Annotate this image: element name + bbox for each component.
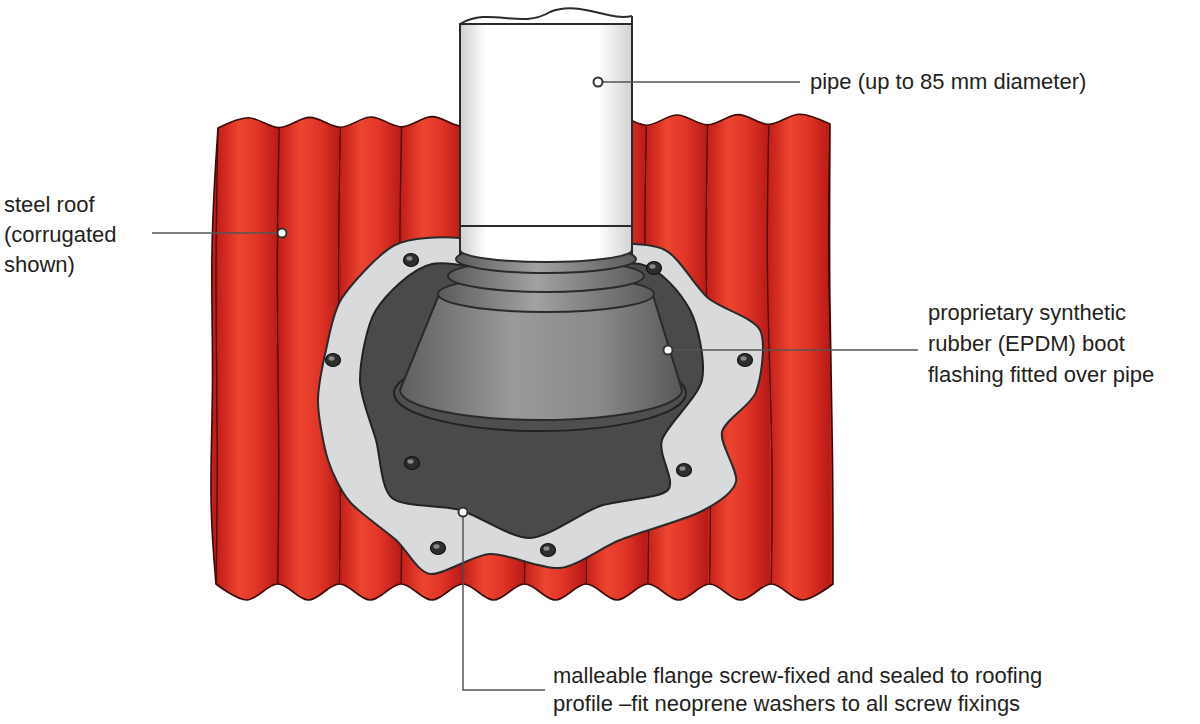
- pipe-cut-edge: [460, 8, 632, 24]
- pipe-lower: [460, 226, 632, 262]
- screw-fixing: [326, 354, 341, 367]
- callout-label: malleable flange screw-fixed and sealed …: [553, 662, 1083, 718]
- leader-line: [463, 512, 545, 690]
- screw-head: [434, 544, 440, 548]
- corrugation-line: [767, 124, 772, 584]
- leader-dot: [459, 508, 468, 517]
- neoprene-washer: [738, 354, 753, 367]
- screw-head: [408, 459, 414, 463]
- callout-label: steel roof (corrugated shown): [4, 190, 144, 280]
- neoprene-washer: [326, 354, 341, 367]
- leader-group: [152, 78, 918, 691]
- screw-fixing: [404, 254, 419, 267]
- rubber-base: [360, 263, 703, 538]
- leader-dot: [594, 78, 603, 87]
- neoprene-washer: [431, 542, 446, 555]
- corrugation-line: [277, 128, 279, 584]
- neoprene-washer: [677, 464, 692, 477]
- neoprene-washer: [405, 457, 420, 470]
- screw-head: [741, 356, 747, 360]
- screw-head: [650, 264, 656, 268]
- screw-head: [329, 356, 335, 360]
- corrugation-line: [216, 128, 218, 584]
- neoprene-washer: [541, 544, 556, 557]
- malleable-flange: [318, 237, 763, 574]
- pipe-body: [460, 24, 632, 262]
- boot-group: [394, 8, 686, 431]
- pipe-edge: [459, 24, 461, 250]
- screw-head: [544, 546, 550, 550]
- pipe-edge: [631, 16, 633, 250]
- screw-fixing: [541, 544, 556, 557]
- leader-line: [598, 81, 800, 83]
- screw-group: [326, 254, 753, 557]
- flange-group: [318, 237, 763, 574]
- leader-dot: [278, 229, 287, 238]
- screw-fixing: [431, 542, 446, 555]
- screw-fixing: [647, 262, 662, 275]
- screw-fixing: [405, 457, 420, 470]
- screw-head: [680, 466, 686, 470]
- leader-line: [668, 349, 918, 351]
- callout-label: proprietary synthetic rubber (EPDM) boot…: [928, 297, 1188, 390]
- leader-dot: [664, 346, 673, 355]
- screw-fixing: [677, 464, 692, 477]
- leader-line: [152, 232, 282, 234]
- screw-head: [407, 256, 413, 260]
- neoprene-washer: [404, 254, 419, 267]
- neoprene-washer: [647, 262, 662, 275]
- callout-label: pipe (up to 85 mm diameter): [810, 68, 1190, 96]
- screw-fixing: [738, 354, 753, 367]
